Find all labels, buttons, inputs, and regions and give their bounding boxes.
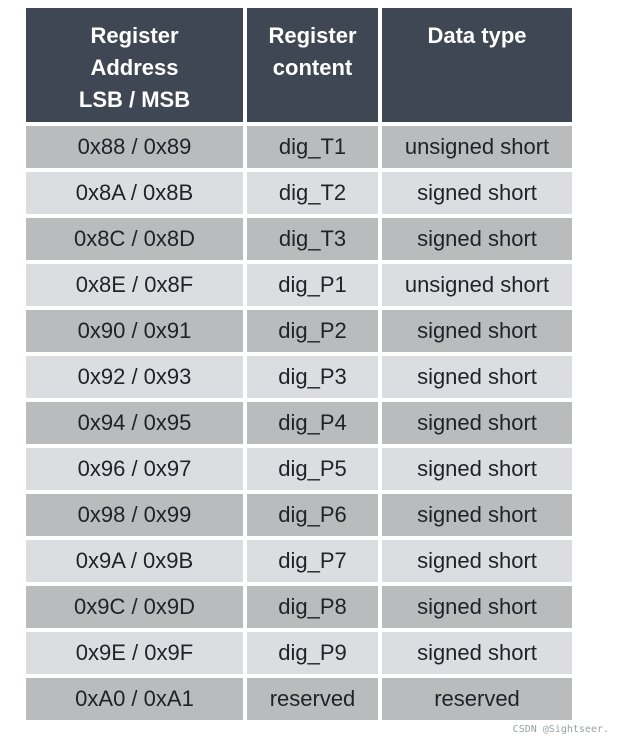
table-row: 0x94 / 0x95 dig_P4 signed short bbox=[26, 402, 574, 444]
cell-address: 0x8E / 0x8F bbox=[26, 264, 243, 306]
cell-address: 0x9C / 0x9D bbox=[26, 586, 243, 628]
cell-data-type: unsigned short bbox=[382, 126, 572, 168]
cell-data-type: signed short bbox=[382, 402, 572, 444]
table-row: 0x88 / 0x89 dig_T1 unsigned short bbox=[26, 126, 574, 168]
cell-data-type: signed short bbox=[382, 632, 572, 674]
header-data-type: Data type bbox=[382, 8, 572, 122]
cell-content: dig_T1 bbox=[247, 126, 378, 168]
cell-address: 0x8A / 0x8B bbox=[26, 172, 243, 214]
cell-data-type: signed short bbox=[382, 310, 572, 352]
cell-content: dig_T2 bbox=[247, 172, 378, 214]
cell-content: dig_P6 bbox=[247, 494, 378, 536]
table-header-row: Register Address LSB / MSB Register cont… bbox=[26, 8, 574, 122]
table-row: 0x8C / 0x8D dig_T3 signed short bbox=[26, 218, 574, 260]
header-register-content: Register content bbox=[247, 8, 378, 122]
cell-data-type: unsigned short bbox=[382, 264, 572, 306]
cell-address: 0x9E / 0x9F bbox=[26, 632, 243, 674]
header-register-address: Register Address LSB / MSB bbox=[26, 8, 243, 122]
cell-data-type: signed short bbox=[382, 494, 572, 536]
cell-content: dig_P5 bbox=[247, 448, 378, 490]
cell-content: dig_P4 bbox=[247, 402, 378, 444]
cell-data-type: signed short bbox=[382, 172, 572, 214]
cell-content: dig_P8 bbox=[247, 586, 378, 628]
cell-content: dig_T3 bbox=[247, 218, 378, 260]
cell-address: 0x98 / 0x99 bbox=[26, 494, 243, 536]
table-row: 0x90 / 0x91 dig_P2 signed short bbox=[26, 310, 574, 352]
cell-address: 0x92 / 0x93 bbox=[26, 356, 243, 398]
cell-data-type: signed short bbox=[382, 540, 572, 582]
cell-data-type: reserved bbox=[382, 678, 572, 720]
register-table: Register Address LSB / MSB Register cont… bbox=[26, 8, 574, 724]
watermark: CSDN @Sightseer. bbox=[512, 724, 609, 735]
cell-address: 0x9A / 0x9B bbox=[26, 540, 243, 582]
table-row: 0x8E / 0x8F dig_P1 unsigned short bbox=[26, 264, 574, 306]
cell-data-type: signed short bbox=[382, 448, 572, 490]
cell-address: 0x8C / 0x8D bbox=[26, 218, 243, 260]
cell-content: dig_P7 bbox=[247, 540, 378, 582]
cell-content: dig_P1 bbox=[247, 264, 378, 306]
table-row: 0x8A / 0x8B dig_T2 signed short bbox=[26, 172, 574, 214]
table-row: 0x96 / 0x97 dig_P5 signed short bbox=[26, 448, 574, 490]
cell-address: 0x96 / 0x97 bbox=[26, 448, 243, 490]
table-row: 0x9C / 0x9D dig_P8 signed short bbox=[26, 586, 574, 628]
cell-address: 0x90 / 0x91 bbox=[26, 310, 243, 352]
table-row: 0x92 / 0x93 dig_P3 signed short bbox=[26, 356, 574, 398]
table-row: 0xA0 / 0xA1 reserved reserved bbox=[26, 678, 574, 720]
cell-content: reserved bbox=[247, 678, 378, 720]
cell-content: dig_P2 bbox=[247, 310, 378, 352]
cell-content: dig_P9 bbox=[247, 632, 378, 674]
cell-address: 0xA0 / 0xA1 bbox=[26, 678, 243, 720]
cell-data-type: signed short bbox=[382, 356, 572, 398]
cell-address: 0x94 / 0x95 bbox=[26, 402, 243, 444]
cell-data-type: signed short bbox=[382, 218, 572, 260]
table-row: 0x9A / 0x9B dig_P7 signed short bbox=[26, 540, 574, 582]
table-row: 0x9E / 0x9F dig_P9 signed short bbox=[26, 632, 574, 674]
cell-data-type: signed short bbox=[382, 586, 572, 628]
cell-content: dig_P3 bbox=[247, 356, 378, 398]
table-row: 0x98 / 0x99 dig_P6 signed short bbox=[26, 494, 574, 536]
cell-address: 0x88 / 0x89 bbox=[26, 126, 243, 168]
